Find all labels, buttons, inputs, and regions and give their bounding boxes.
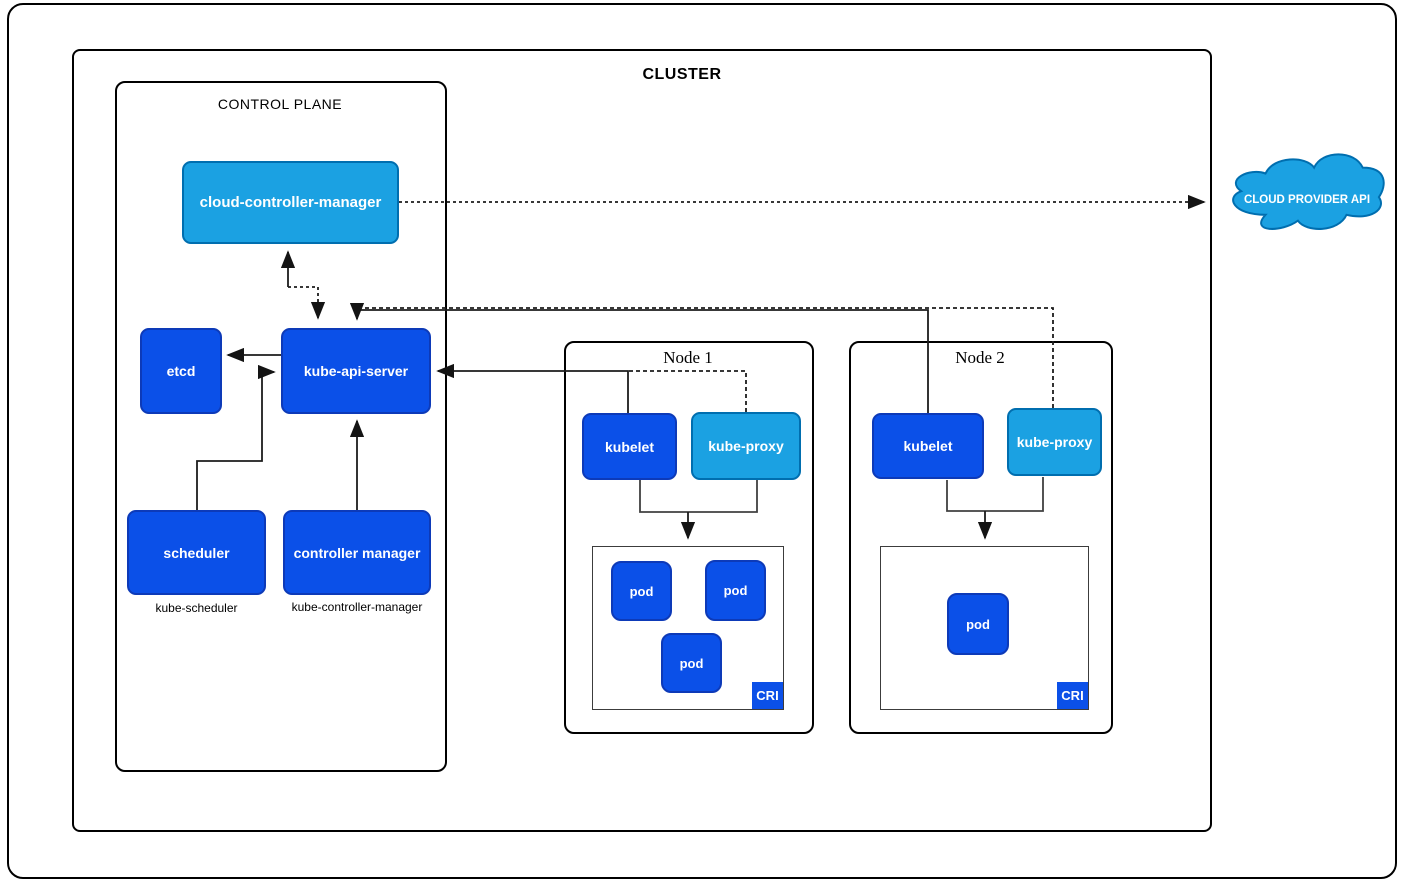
node-1-pod: pod bbox=[661, 633, 722, 693]
node-2-kubelet-box: kubelet bbox=[872, 413, 984, 479]
controller-manager-box: controller manager bbox=[283, 510, 431, 595]
kube-api-server-box: kube-api-server bbox=[281, 328, 431, 414]
controller-manager-caption: kube-controller-manager bbox=[291, 600, 423, 614]
control-plane-box bbox=[115, 81, 447, 772]
node-1-title: Node 1 bbox=[663, 348, 713, 367]
node-2-kube-proxy-box: kube-proxy bbox=[1007, 408, 1102, 476]
outer-frame bbox=[7, 3, 1397, 879]
scheduler-box: scheduler bbox=[127, 510, 266, 595]
node-1-kubelet-box: kubelet bbox=[582, 413, 677, 480]
control-plane-title: CONTROL PLANE bbox=[217, 96, 343, 112]
cloud-controller-manager-box: cloud-controller-manager bbox=[182, 161, 399, 244]
cluster-title: CLUSTER bbox=[642, 66, 722, 83]
cloud-provider-api-label: CLOUD PROVIDER API bbox=[1243, 194, 1371, 206]
etcd-box: etcd bbox=[140, 328, 222, 414]
node-2-title: Node 2 bbox=[955, 348, 1005, 367]
node-2-cri-badge: CRI bbox=[1057, 682, 1088, 709]
node-1-kube-proxy-box: kube-proxy bbox=[691, 412, 801, 480]
node-2-pod: pod bbox=[947, 593, 1009, 655]
node-1-pod: pod bbox=[705, 560, 766, 621]
node-1-pod: pod bbox=[611, 561, 672, 621]
node-1-cri-badge: CRI bbox=[752, 682, 783, 709]
cluster-box bbox=[72, 49, 1212, 832]
scheduler-caption: kube-scheduler bbox=[155, 601, 238, 615]
